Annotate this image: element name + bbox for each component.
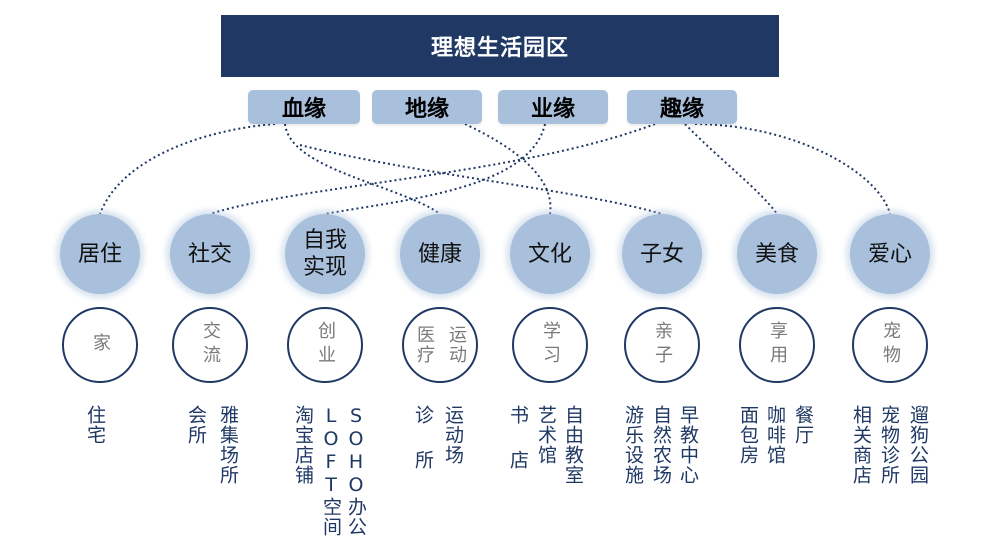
venue-text: 自然农场 [650,405,672,485]
activity-label: 学习 [540,321,561,369]
need-circle-love: 爱心 [850,214,930,294]
activity-label: 运动 [446,325,467,365]
venue-text: 游乐设施 [622,405,644,485]
activity-ring-food: 享用 [739,307,815,383]
venue-text: 会所 [185,405,207,445]
activity-label: 宠物 [880,321,901,369]
need-circle-self-realization: 自我实现 [285,214,365,294]
need-circle-food: 美食 [737,214,817,294]
link-blood-health [284,123,441,215]
activity-ring-living: 家 [62,307,138,383]
venue-text: 运动场 [442,405,464,465]
activity-ring-love: 宠物 [852,307,928,383]
venue-text: SOHO办公 [345,405,367,537]
need-circle-living: 居住 [60,214,140,294]
venue-text: 淘宝店铺 [292,405,314,485]
tag-career: 业缘 [498,90,608,124]
need-label: 实现 [302,255,347,280]
activity-label: 享用 [767,321,788,369]
activity-ring-culture: 学习 [512,307,588,383]
activity-label: 家 [90,333,111,357]
venue-text: 宠物诊所 [878,405,900,485]
activity-ring-social: 交流 [172,307,248,383]
venue-text: 遛狗公园 [907,405,929,485]
activity-label: 创业 [315,321,336,369]
link-blood-living [99,123,276,215]
link-interest-love [694,123,891,215]
activity-label: 交流 [200,321,221,369]
venue-text: 早教中心 [677,405,699,485]
venue-text: 咖啡馆 [764,405,786,465]
page-title: 理想生活园区 [221,15,779,77]
tag-interest: 趣缘 [627,90,737,124]
activity-ring-children: 亲子 [624,307,700,383]
venue-text: 面包房 [737,405,759,465]
need-label: 爱心 [867,241,912,267]
activity-ring-health: 运动医疗 [402,307,478,383]
need-label: 子女 [639,241,684,267]
need-circle-social: 社交 [170,214,250,294]
venue-text: 相关商店 [850,405,872,485]
link-interest-social [209,123,656,215]
need-label: 美食 [754,241,799,267]
venue-text: 书店 [507,405,529,495]
venue-text: 餐厅 [792,405,814,445]
venue-text: 住宅 [84,405,106,445]
venue-text: 自由教室 [562,405,584,485]
need-label: 社交 [187,241,232,267]
need-label: 文化 [527,241,572,267]
link-career-self [324,123,546,215]
venue-text: LOFT空间 [320,405,342,537]
venue-text: 雅集场所 [217,405,239,485]
activity-label: 亲子 [652,321,673,369]
link-location-culture [464,123,552,215]
need-label: 健康 [417,241,462,267]
link-interest-food [684,123,778,215]
tag-blood: 血缘 [248,90,360,124]
need-label: 居住 [77,241,122,267]
venue-text: 诊所 [412,405,434,495]
activity-ring-self-realization: 创业 [287,307,363,383]
need-circle-culture: 文化 [510,214,590,294]
venue-text: 艺术馆 [535,405,557,465]
need-label: 自我 [302,228,347,253]
tag-location: 地缘 [372,90,482,124]
activity-label: 医疗 [414,325,435,365]
need-circle-health: 健康 [400,214,480,294]
link-blood-children [299,144,663,215]
need-circle-children: 子女 [622,214,702,294]
